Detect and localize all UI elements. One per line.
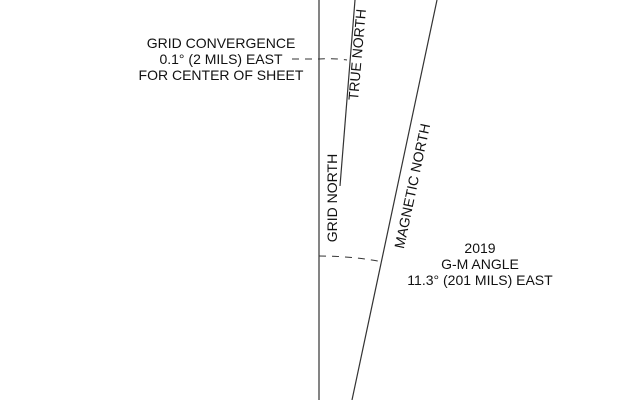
gm-angle-value: 11.3° (201 MILS) EAST xyxy=(407,272,553,288)
grid-convergence-note: FOR CENTER OF SHEET xyxy=(139,67,304,83)
gm-angle-arc xyxy=(318,255,384,263)
gm-angle-year: 2019 xyxy=(464,240,495,256)
grid-convergence-annotation: GRID CONVERGENCE 0.1° (2 MILS) EAST FOR … xyxy=(139,35,304,83)
true-north-label: TRUE NORTH xyxy=(345,8,369,101)
grid-convergence-title: GRID CONVERGENCE xyxy=(147,35,296,51)
true-north-line xyxy=(339,0,356,187)
grid-convergence-arc xyxy=(292,58,348,61)
grid-north-label: GRID NORTH xyxy=(324,154,340,242)
grid-convergence-value: 0.1° (2 MILS) EAST xyxy=(159,51,283,67)
magnetic-north-line xyxy=(351,0,438,400)
gm-angle-title: G-M ANGLE xyxy=(441,256,519,272)
gm-angle-annotation: 2019 G-M ANGLE 11.3° (201 MILS) EAST xyxy=(407,240,553,288)
